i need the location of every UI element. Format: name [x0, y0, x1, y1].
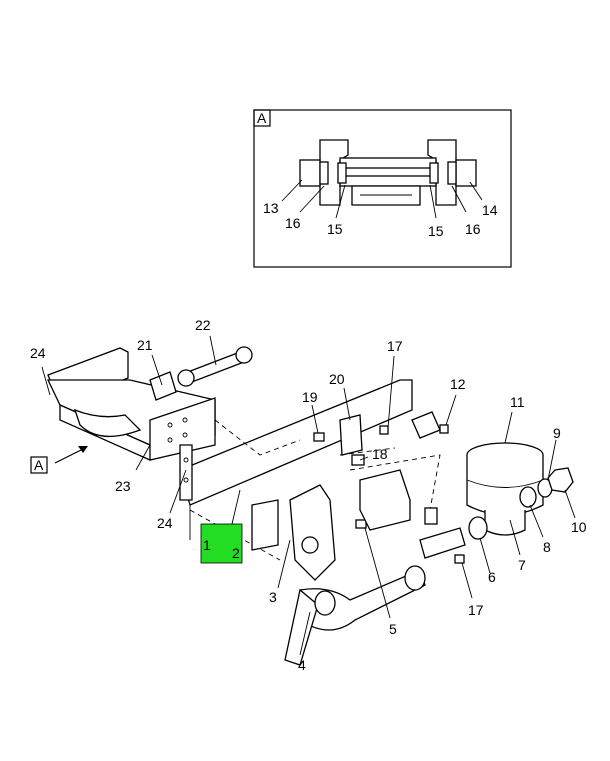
callout-7: 7 — [518, 557, 526, 573]
air-spring-piston — [484, 510, 526, 536]
callout-2[interactable]: 2 — [232, 545, 240, 561]
callout-4: 4 — [298, 657, 306, 673]
callout-5: 5 — [389, 621, 397, 637]
callout-20: 20 — [329, 371, 345, 387]
trailing-arm-lower — [284, 588, 319, 666]
washer-6 — [468, 516, 488, 540]
callout-14: 14 — [482, 202, 498, 218]
rod-bracket — [149, 371, 177, 401]
callout-15-left: 15 — [327, 221, 343, 237]
callout-24-bottom: 24 — [157, 515, 173, 531]
highlighted-part-box[interactable] — [200, 523, 243, 564]
cross-tube — [339, 157, 437, 169]
bolt-17-upper — [379, 425, 389, 435]
callout-15-right: 15 — [428, 223, 444, 239]
lower-bushing — [351, 185, 421, 206]
callout-1[interactable]: 1 — [203, 537, 211, 553]
right-nut — [455, 159, 477, 187]
callout-21: 21 — [137, 337, 153, 353]
detail-frame — [253, 109, 512, 268]
callout-18: 18 — [372, 446, 388, 462]
hanger-bracket — [289, 484, 336, 581]
callout-17-top: 17 — [387, 338, 403, 354]
callout-8: 8 — [543, 539, 551, 555]
callout-23: 23 — [115, 478, 131, 494]
callout-6: 6 — [488, 569, 496, 585]
air-spring-upper-bracket — [411, 411, 441, 439]
main-exploded-view: A 1 2 24 21 22 23 24 20 17 19 — [30, 317, 587, 673]
view-arrow-head — [78, 446, 88, 453]
torque-rod-end-left — [177, 369, 195, 387]
crossmember-cutout — [73, 408, 142, 438]
callout-16-right: 16 — [465, 221, 481, 237]
left-nut — [299, 159, 321, 187]
bolt-17-lower — [454, 554, 465, 564]
spacer-plate — [251, 499, 279, 551]
right-bracket — [427, 139, 457, 206]
bolt-12 — [439, 424, 449, 434]
callout-3: 3 — [269, 589, 277, 605]
bolt-19 — [313, 432, 325, 442]
vertical-bracket — [179, 444, 193, 501]
washer-8 — [519, 486, 537, 508]
right-spacer — [429, 162, 439, 184]
view-label: A — [34, 457, 44, 473]
air-spring-pedestal — [419, 527, 466, 559]
valve-fitting — [351, 454, 365, 466]
callout-17-bottom: 17 — [468, 602, 484, 618]
center-mount-bracket — [359, 469, 411, 531]
bolt-5 — [355, 519, 367, 529]
callout-9: 9 — [553, 425, 561, 441]
callout-24-top: 24 — [30, 345, 46, 361]
view-label-box — [30, 456, 48, 474]
valve-bracket — [339, 414, 363, 456]
left-spacer — [337, 162, 347, 184]
callout-11: 11 — [510, 394, 525, 410]
torque-rod-end-right — [235, 346, 253, 364]
detail-a-inset: A 13 16 15 15 16 14 — [253, 109, 512, 268]
callout-22: 22 — [195, 317, 211, 333]
right-washer — [447, 161, 457, 185]
callout-16-left: 16 — [285, 215, 301, 231]
detail-label-box — [253, 109, 271, 127]
detail-label: A — [257, 110, 267, 126]
left-washer — [319, 161, 329, 185]
callout-12: 12 — [450, 376, 466, 392]
crossmember-end-plate — [149, 397, 216, 461]
callout-19: 19 — [302, 389, 318, 405]
callout-13: 13 — [263, 200, 279, 216]
callout-10: 10 — [571, 519, 587, 535]
trailing-arm — [299, 569, 426, 631]
nut-10 — [547, 467, 574, 493]
